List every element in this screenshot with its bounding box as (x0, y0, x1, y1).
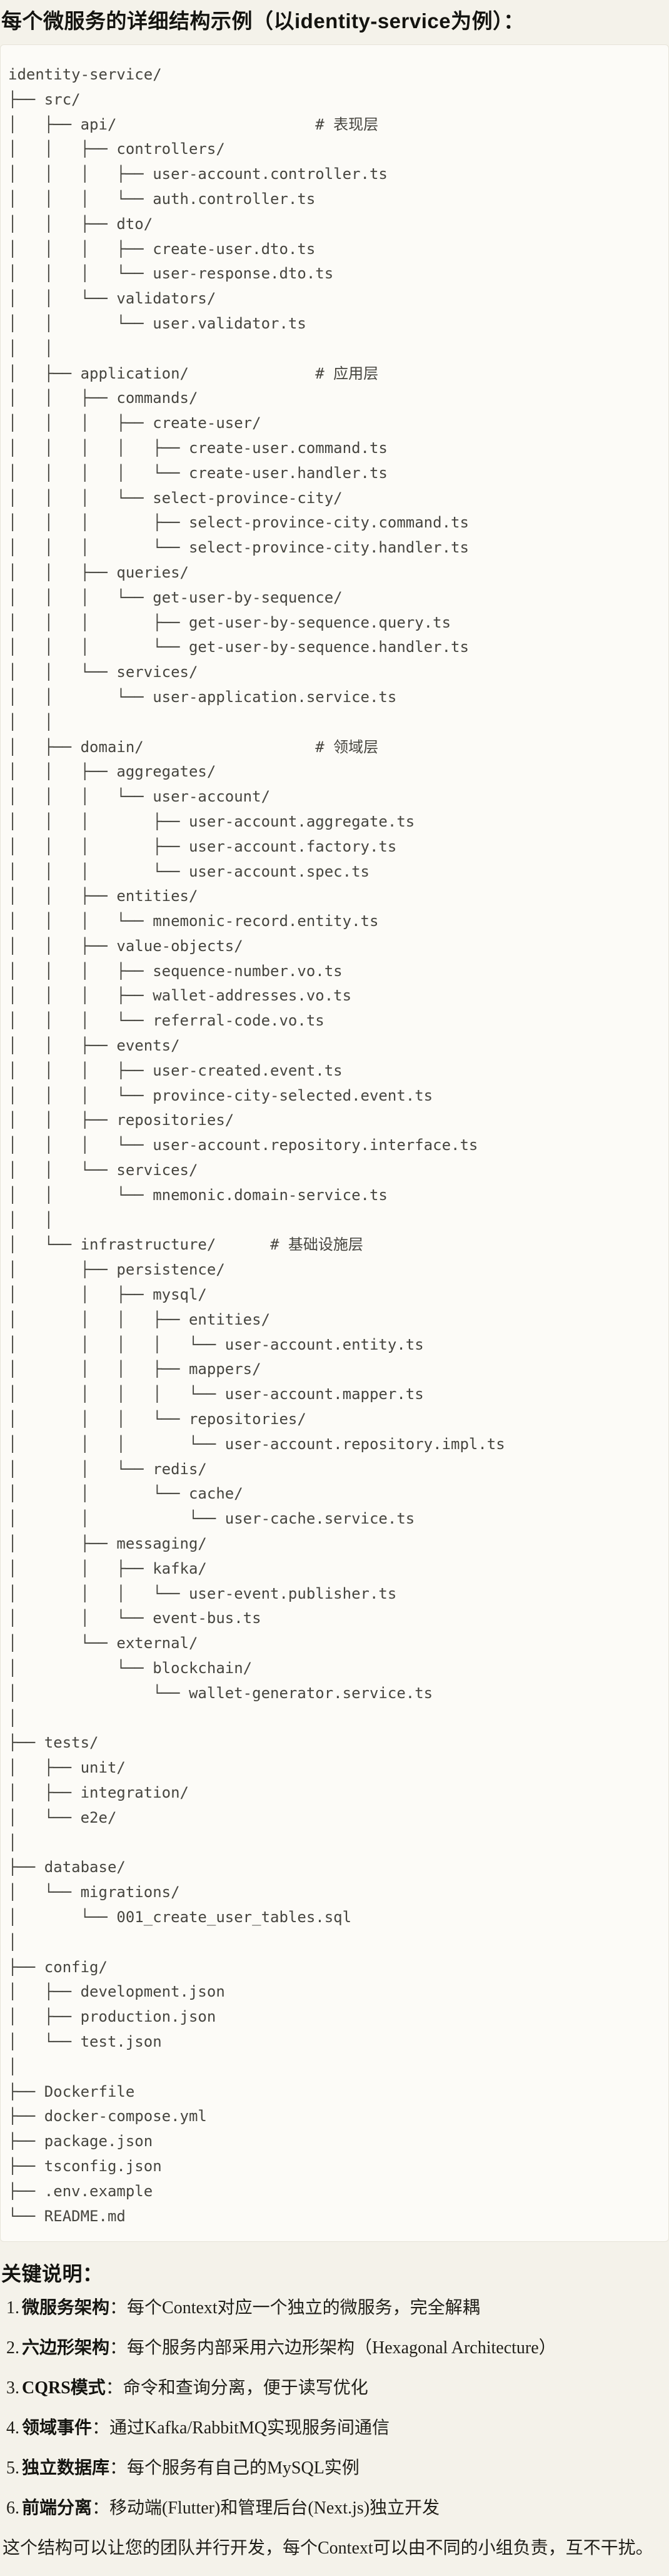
note-item: 5.独立数据库：每个服务有自己的MySQL实例 (1, 2456, 664, 2481)
notes-section: 关键说明： 1.微服务架构：每个Context对应一个独立的微服务，完全解耦 2… (0, 2261, 669, 2561)
note-label: 六边形架构 (22, 2338, 110, 2358)
directory-tree-panel: identity-service/ ├── src/ │ ├── api/ # … (0, 44, 669, 2243)
notes-heading: 关键说明： (1, 2263, 103, 2286)
note-text: ：移动端(Flutter)和管理后台(Next.js)独立开发 (92, 2498, 440, 2518)
note-item: 3.CQRS模式：命令和查询分离，便于读写优化 (1, 2376, 664, 2401)
note-number: 5. (6, 2458, 19, 2478)
note-label: 微服务架构 (22, 2298, 110, 2318)
note-number: 1. (6, 2298, 19, 2318)
page-title: 每个微服务的详细结构示例（以identity-service为例）： (1, 9, 525, 33)
note-number: 4. (6, 2418, 19, 2438)
directory-tree: identity-service/ ├── src/ │ ├── api/ # … (8, 66, 505, 2225)
note-number: 3. (6, 2378, 19, 2398)
note-text: ：每个Context对应一个独立的微服务，完全解耦 (109, 2298, 480, 2318)
note-text: ：每个服务内部采用六边形架构（Hexagonal Architecture） (109, 2338, 556, 2358)
note-label: 独立数据库 (22, 2458, 110, 2478)
note-text: ：命令和查询分离，便于读写优化 (105, 2378, 368, 2398)
note-label: CQRS模式 (22, 2378, 106, 2398)
note-item: 2.六边形架构：每个服务内部采用六边形架构（Hexagonal Architec… (1, 2336, 664, 2361)
notes-footer: 这个结构可以让您的团队并行开发，每个Context可以由不同的小组负责，互不干扰… (3, 2538, 653, 2558)
note-item: 6.前端分离：移动端(Flutter)和管理后台(Next.js)独立开发 (1, 2496, 664, 2521)
note-item: 1.微服务架构：每个Context对应一个独立的微服务，完全解耦 (1, 2296, 664, 2321)
note-number: 2. (6, 2338, 19, 2358)
note-label: 领域事件 (22, 2418, 93, 2438)
note-text: ：通过Kafka/RabbitMQ实现服务间通信 (92, 2418, 390, 2438)
note-number: 6. (6, 2498, 19, 2518)
note-label: 前端分离 (22, 2498, 93, 2518)
notes-list: 1.微服务架构：每个Context对应一个独立的微服务，完全解耦 2.六边形架构… (1, 2296, 664, 2521)
note-text: ：每个服务有自己的MySQL实例 (109, 2458, 360, 2478)
note-item: 4.领域事件：通过Kafka/RabbitMQ实现服务间通信 (1, 2416, 664, 2441)
